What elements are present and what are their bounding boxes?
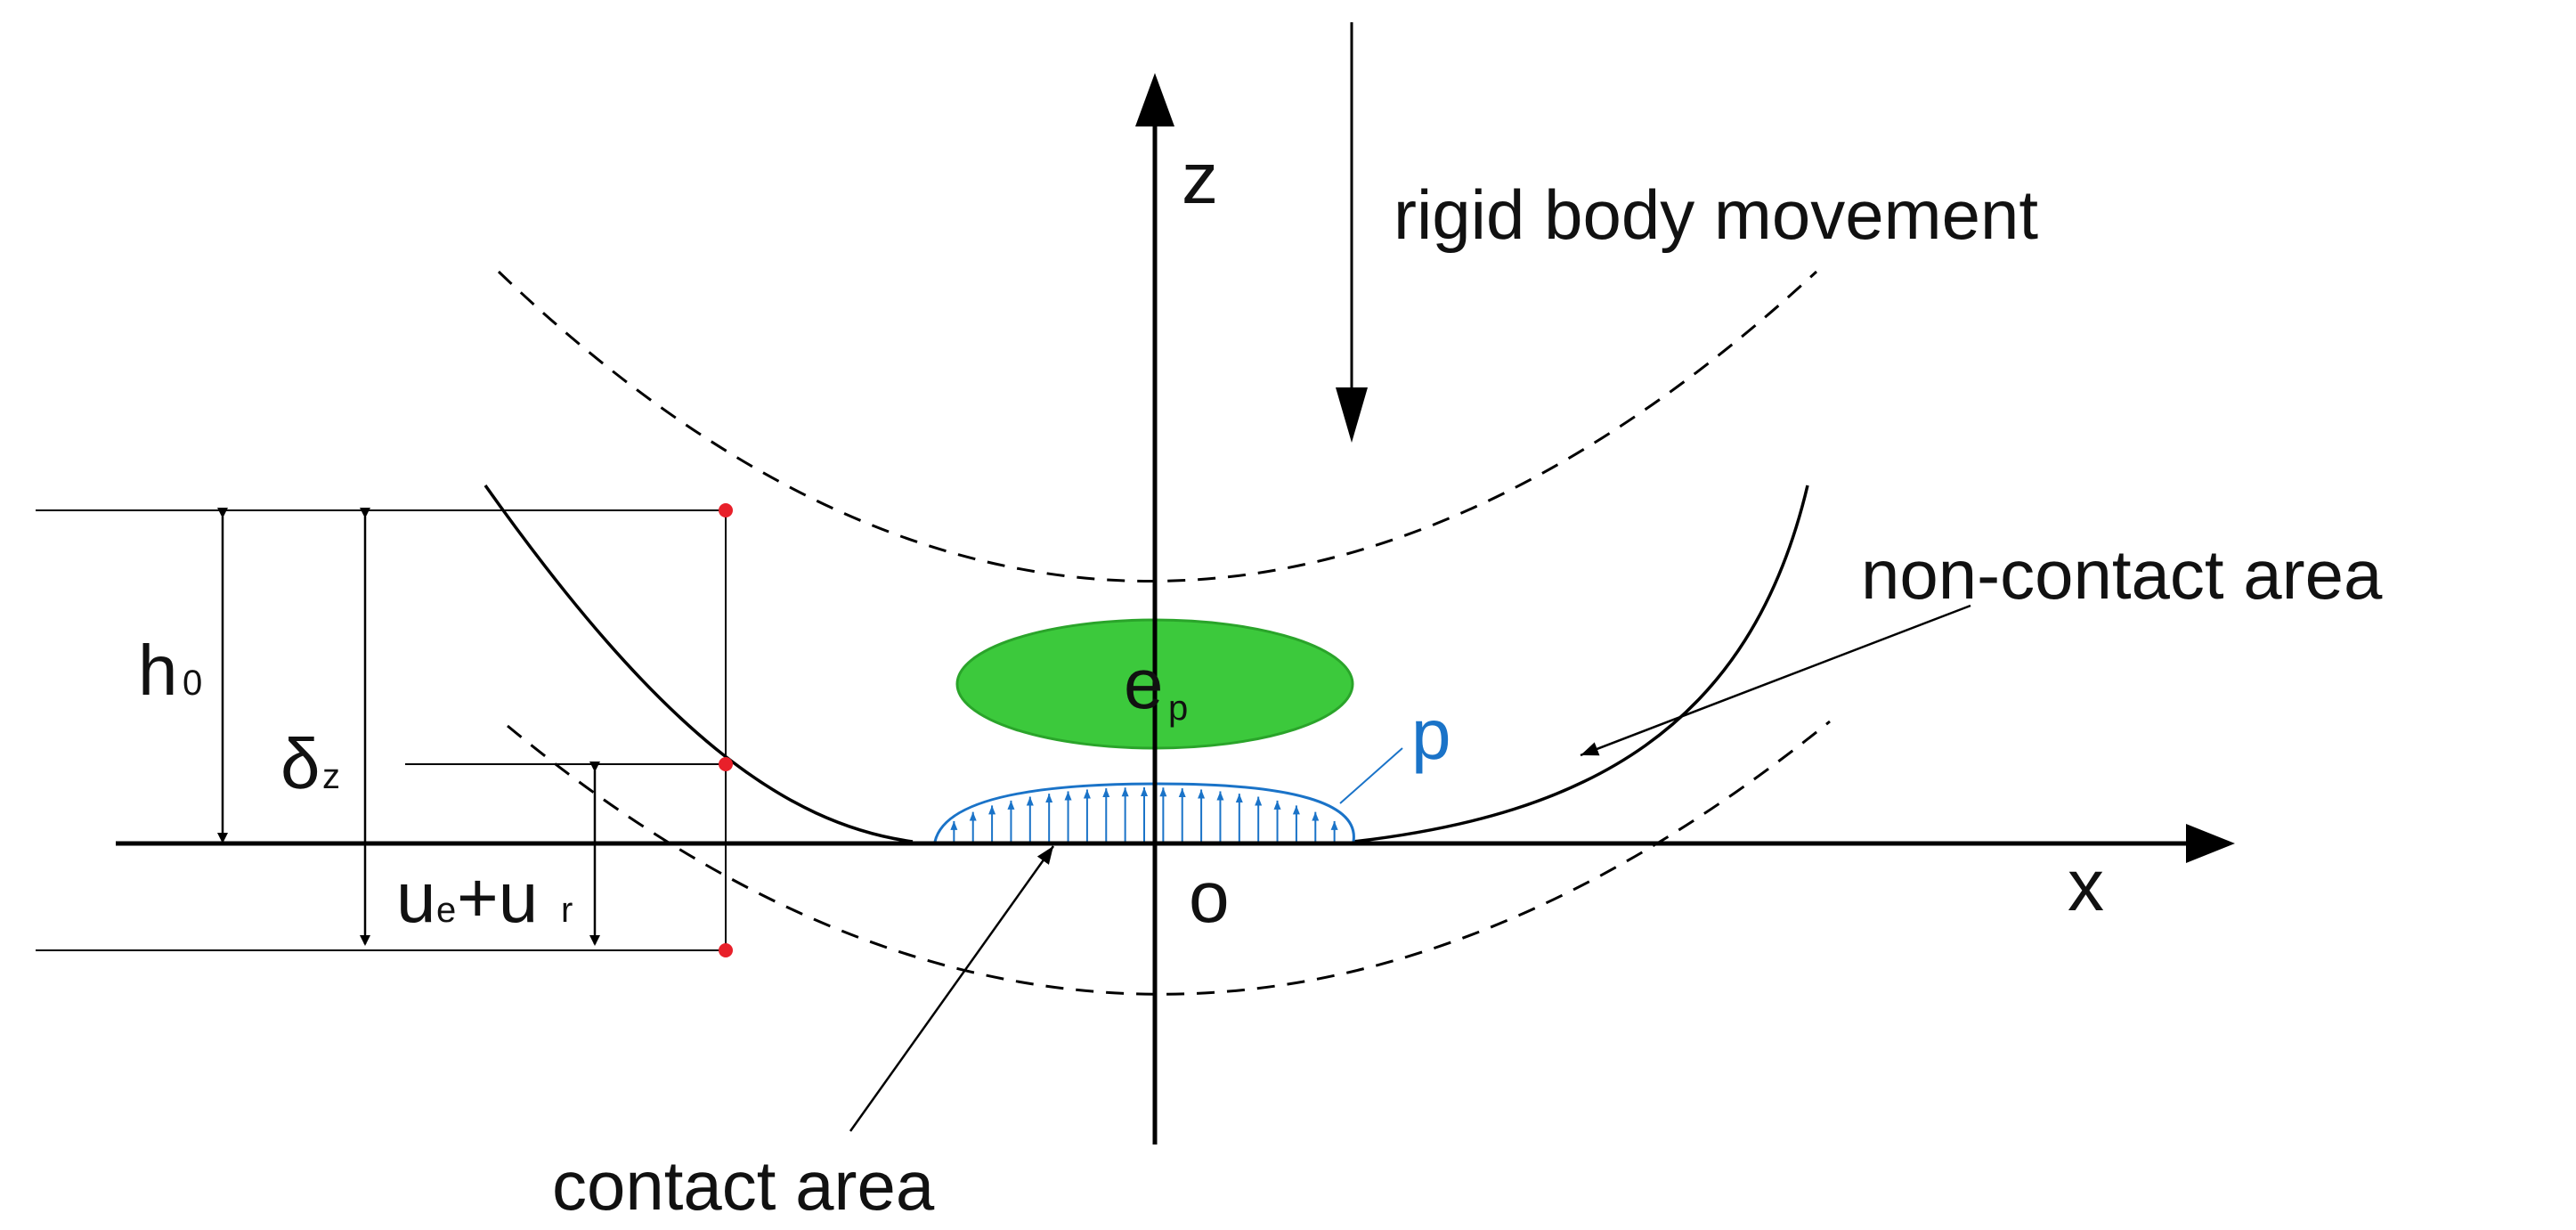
origin-label: o — [1189, 857, 1230, 938]
ur-label-main: +u — [457, 858, 538, 937]
ue-label-main: u — [396, 858, 436, 937]
pressure-curve — [933, 782, 1355, 843]
pressure-arrows — [950, 787, 1338, 842]
non-contact-area-label: non-contact area — [1861, 535, 2383, 614]
ue-label-subscript: e — [436, 891, 456, 930]
delta-z-label-subscript: z — [322, 757, 340, 796]
ur-label-subscript: r — [561, 891, 573, 930]
h0-label: h 0 — [138, 631, 202, 710]
z-axis-arrowhead — [1135, 73, 1174, 126]
marker-point-top — [719, 503, 733, 517]
pressure-label-leader — [1339, 747, 1403, 804]
rigid-body-movement-arrowhead — [1336, 387, 1368, 443]
upper-dashed-surface — [497, 270, 1818, 582]
h0-label-main: h — [138, 631, 178, 710]
deformed-surface-left — [484, 484, 914, 843]
marker-point-bottom — [719, 943, 733, 957]
x-axis-label: x — [2068, 845, 2104, 926]
x-axis-arrowhead — [2186, 824, 2235, 863]
deformed-surface-right — [1353, 485, 1809, 843]
ep-label-main: e — [1124, 644, 1164, 723]
ep-label-subscript: p — [1168, 688, 1188, 728]
ue-ur-label: u e +u r — [396, 858, 573, 937]
contact-area-leader — [849, 845, 1055, 1132]
rigid-body-movement-label: rigid body movement — [1394, 175, 2038, 254]
non-contact-area-leader — [1580, 604, 1971, 757]
z-axis-label: z — [1182, 138, 1218, 219]
pressure-distribution — [933, 747, 1403, 843]
ep-label: e p — [1124, 644, 1188, 728]
lower-dashed-surface — [507, 720, 1831, 996]
contact-area-label: contact area — [552, 1146, 935, 1225]
delta-z-label-main: δ — [280, 724, 321, 803]
delta-z-label: δ z — [280, 724, 340, 803]
marker-point-middle — [719, 757, 733, 771]
pressure-label: p — [1411, 695, 1451, 774]
h0-label-subscript: 0 — [183, 664, 202, 703]
